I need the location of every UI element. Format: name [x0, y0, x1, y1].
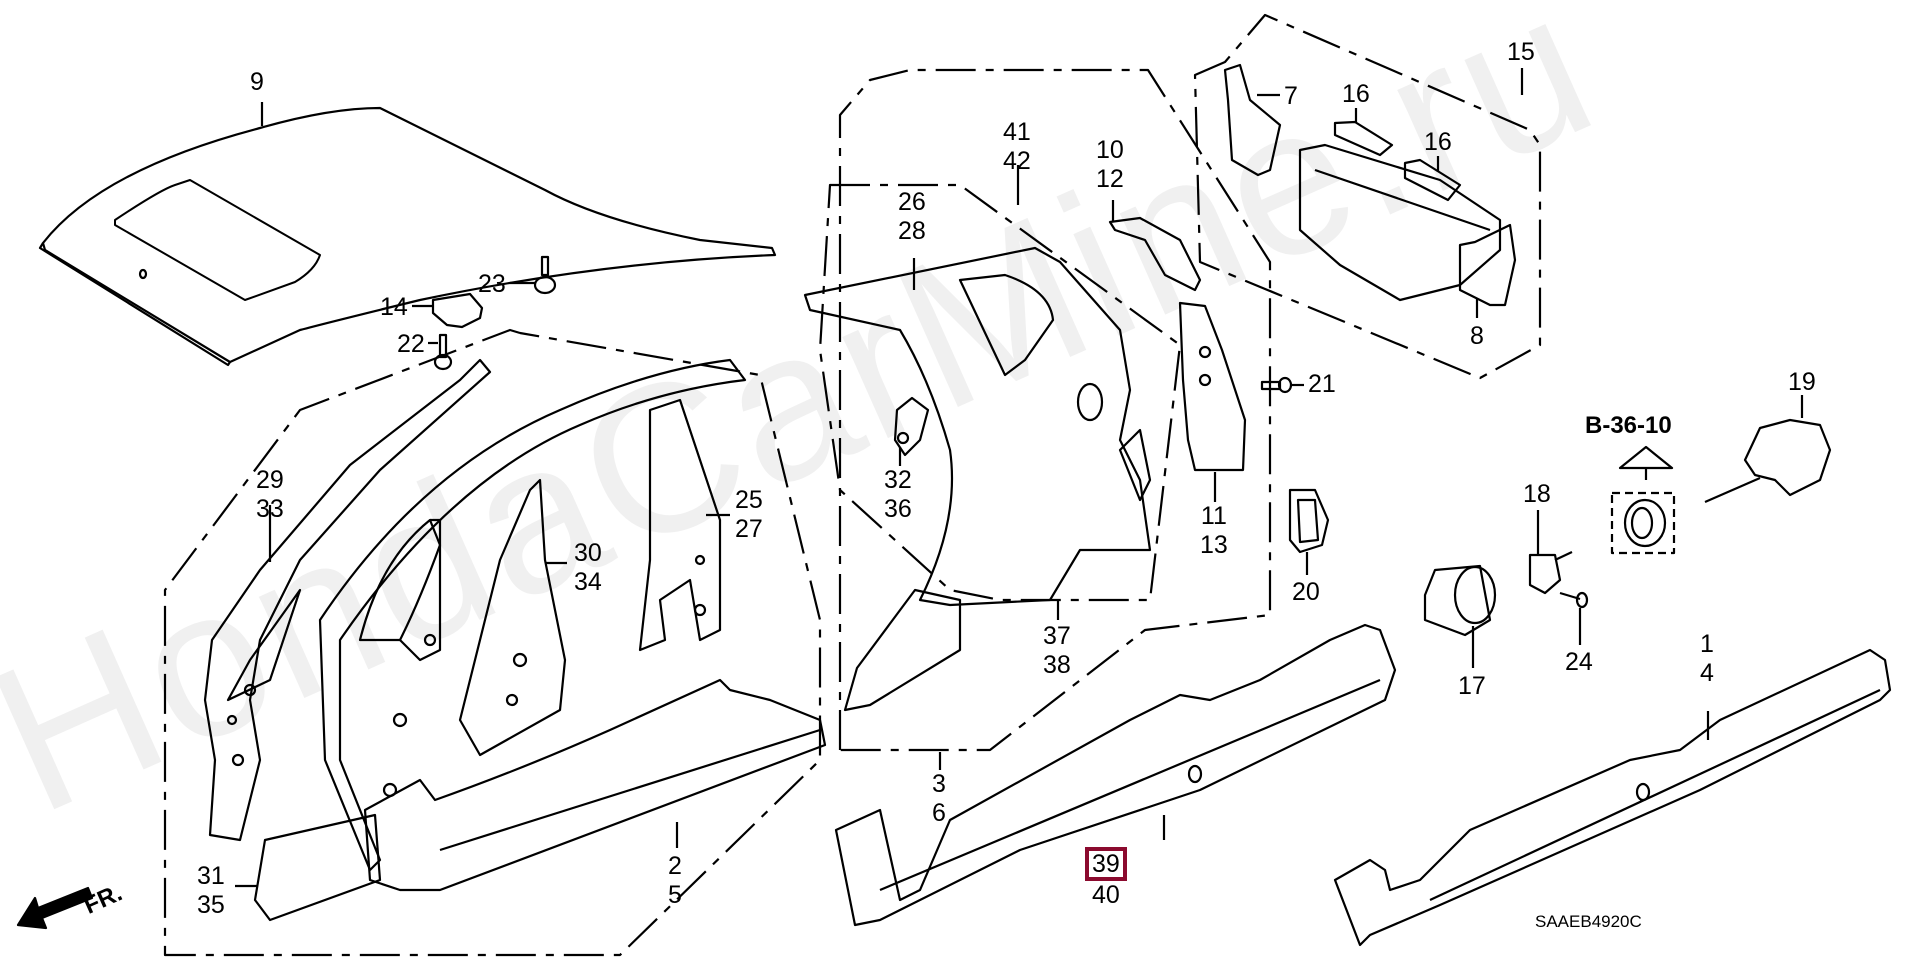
- part-bolt-23[interactable]: [533, 255, 557, 295]
- part-door-frame[interactable]: [318, 358, 747, 872]
- part-screw-24[interactable]: [1559, 591, 1589, 609]
- part-roof-panel[interactable]: [38, 106, 777, 367]
- part-bracket-32[interactable]: [893, 396, 930, 457]
- callout-9[interactable]: 9: [250, 68, 264, 96]
- part-side-sill-front[interactable]: [253, 678, 827, 922]
- part-gusset-16b[interactable]: [1403, 158, 1462, 202]
- callout-23[interactable]: 23: [478, 270, 506, 298]
- callout-14[interactable]: 14: [380, 293, 408, 321]
- part-fuel-lid-housing-17[interactable]: [1423, 564, 1497, 637]
- group-outline-rear-panel-15: [1193, 13, 1542, 380]
- part-front-pillar[interactable]: [203, 358, 492, 842]
- callout-16a[interactable]: 16: [1342, 80, 1370, 108]
- reference-label[interactable]: B-36-10: [1585, 412, 1672, 439]
- part-center-pillar[interactable]: [458, 478, 567, 757]
- part-rear-quarter-panel[interactable]: [803, 246, 1152, 607]
- part-bracket-7[interactable]: [1223, 63, 1282, 177]
- part-bolt-22[interactable]: [433, 333, 453, 371]
- part-rear-wheel-arch[interactable]: [843, 588, 962, 712]
- callout-19[interactable]: 19: [1788, 368, 1816, 396]
- part-bracket-14[interactable]: [431, 292, 484, 329]
- front-direction-arrow-icon: [16, 886, 94, 930]
- callout-7[interactable]: 7: [1284, 82, 1298, 110]
- callout-20[interactable]: 20: [1292, 578, 1320, 606]
- reference-arrow-icon: [1618, 445, 1674, 480]
- callout-16b[interactable]: 16: [1424, 128, 1452, 156]
- group-outline-front-side: [163, 328, 822, 957]
- callout-15[interactable]: 15: [1507, 38, 1535, 66]
- callout-17[interactable]: 17: [1458, 672, 1486, 700]
- part-rear-panel[interactable]: [1298, 143, 1502, 302]
- part-rear-pillar-inner[interactable]: [638, 398, 722, 652]
- part-inner-panel-11[interactable]: [1178, 301, 1247, 472]
- group-outline-rear-panel: [818, 183, 1182, 602]
- part-side-sill-middle[interactable]: [834, 623, 1397, 927]
- callout-18[interactable]: 18: [1523, 480, 1551, 508]
- part-bolt-21[interactable]: [1260, 376, 1293, 394]
- part-bracket-10[interactable]: [1108, 216, 1202, 292]
- reference-box[interactable]: [1610, 491, 1676, 555]
- highlighted-callout-39[interactable]: 39: [1085, 847, 1127, 881]
- part-actuator-19[interactable]: [1704, 418, 1832, 504]
- group-outline-rear-side: [838, 68, 1272, 752]
- callout-8[interactable]: 8: [1470, 322, 1484, 350]
- callout-21[interactable]: 21: [1308, 370, 1336, 398]
- callout-22[interactable]: 22: [397, 330, 425, 358]
- callout-24[interactable]: 24: [1565, 648, 1593, 676]
- part-bracket-8[interactable]: [1458, 223, 1517, 307]
- part-gusset-16a[interactable]: [1333, 120, 1394, 157]
- diagram-code: SAAEB4920C: [1535, 912, 1642, 931]
- part-side-sill-outer[interactable]: [1333, 648, 1892, 947]
- part-hinge-18[interactable]: [1528, 551, 1573, 595]
- part-grommet-20[interactable]: [1288, 488, 1330, 554]
